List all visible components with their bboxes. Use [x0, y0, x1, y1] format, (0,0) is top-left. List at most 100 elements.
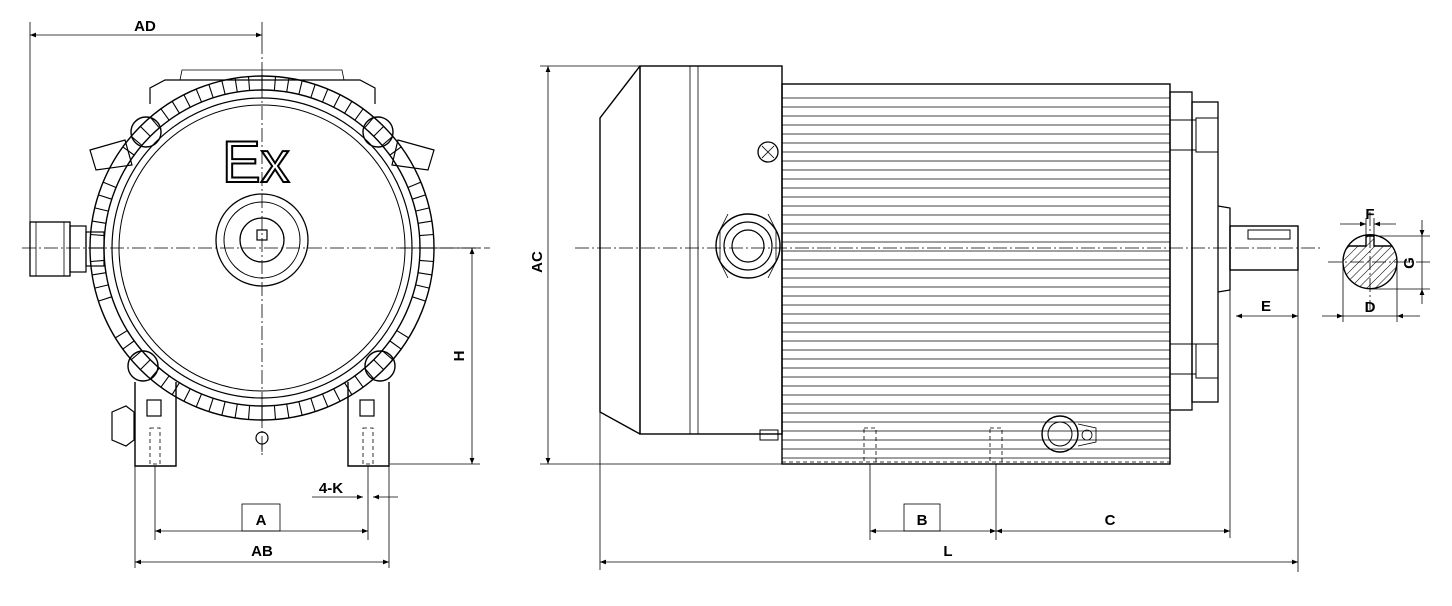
ground-screw-icon: [757, 141, 779, 163]
motor-frame: [781, 83, 1171, 465]
cooling-fin: [90, 233, 105, 237]
front-dimensions: [29, 22, 480, 568]
cooling-fin: [115, 330, 128, 339]
cable-gland: [29, 221, 105, 277]
cooling-fin: [195, 88, 203, 103]
cooling-fin: [373, 359, 385, 371]
left-ear: [89, 139, 133, 171]
cooling-fin: [160, 108, 170, 121]
cooling-fin: [354, 108, 364, 121]
cooling-fin: [415, 207, 430, 212]
label-4K: 4-K: [319, 480, 343, 497]
cooling-fin: [354, 375, 364, 388]
cooling-fin: [286, 403, 290, 418]
cooling-fin: [139, 359, 151, 371]
side-cable-gland: [715, 213, 781, 279]
cooling-fin: [381, 135, 394, 146]
corner-bolt-icon: [362, 116, 394, 148]
cooling-fin: [298, 401, 303, 416]
bearing-cap-inner: [223, 201, 301, 279]
cooling-fin: [183, 388, 191, 402]
cooling-fin: [90, 259, 105, 263]
cooling-fin: [417, 272, 432, 276]
cooling-fin: [94, 207, 109, 212]
cover-bolt: [759, 429, 779, 441]
cooling-fin: [310, 398, 316, 412]
top-flange-lip: [179, 69, 345, 81]
label-H: H: [451, 351, 468, 362]
corner-bolt-icon: [127, 350, 159, 382]
grounding-terminal-icon: [1041, 415, 1097, 453]
label-E: E: [1261, 298, 1271, 315]
bearing-cap-circle: [215, 193, 309, 287]
shaft-shoulder: [1217, 205, 1231, 293]
side-view: [540, 65, 1320, 572]
cooling-fin: [221, 401, 226, 416]
cooling-fin: [389, 340, 402, 350]
label-F: F: [1365, 206, 1374, 223]
cooling-fin: [221, 80, 226, 95]
cooling-fin: [310, 84, 316, 98]
cooling-fin: [130, 135, 143, 146]
cooling-fin: [419, 233, 434, 237]
cooling-fin: [92, 272, 107, 276]
shaft-key: [256, 229, 268, 241]
cooling-fin: [139, 125, 151, 137]
cooling-fin: [321, 393, 329, 408]
cooling-fin: [373, 125, 385, 137]
cooling-fin: [122, 340, 135, 350]
cooling-fin: [183, 94, 191, 108]
rear-bolt-head: [1195, 343, 1219, 379]
rear-bolt: [1169, 119, 1197, 151]
shaft-keyway: [1247, 229, 1291, 240]
cooling-fin: [94, 284, 109, 289]
label-B: B: [917, 512, 928, 529]
right-ear: [391, 139, 435, 171]
cooling-fin: [396, 330, 409, 339]
cooling-fin: [208, 84, 214, 98]
rear-flange-outer: [1191, 101, 1219, 403]
cooling-fin: [344, 101, 353, 114]
cooling-fin-ring: [90, 76, 434, 420]
cooling-fin: [417, 220, 432, 224]
shaft-circle: [239, 217, 285, 263]
cooling-fin: [130, 350, 143, 361]
cooling-fin: [298, 80, 303, 95]
ex-logo: Ex: [222, 130, 290, 195]
cooling-fin: [415, 284, 430, 289]
cooling-fin: [195, 393, 203, 408]
cooling-fin: [419, 259, 434, 263]
fan-cowl-front: [599, 65, 641, 435]
cooling-fin: [98, 194, 112, 200]
cooling-fin: [102, 181, 117, 189]
corner-bolt-icon: [364, 350, 396, 382]
cooling-fin: [273, 405, 277, 420]
end-shield: [639, 65, 783, 435]
label-C: C: [1105, 512, 1116, 529]
mounting-feet: [111, 382, 390, 467]
label-AC: AC: [529, 251, 546, 273]
frame-ribs: [782, 97, 1170, 459]
cooling-fin: [149, 116, 160, 129]
label-AB: AB: [251, 543, 273, 560]
rear-bolt-head: [1195, 117, 1219, 153]
side-dimensions: [540, 65, 1299, 572]
label-D: D: [1365, 299, 1376, 316]
rear-bolt: [1169, 343, 1197, 375]
cooling-fin: [208, 398, 214, 412]
rear-flange: [1169, 91, 1193, 411]
cooling-fin: [160, 375, 170, 388]
cooling-fin: [234, 403, 238, 418]
foot-hole-hidden: [863, 427, 877, 465]
top-flange: [149, 79, 376, 104]
label-G: G: [1401, 257, 1418, 269]
cooling-fin: [364, 116, 375, 129]
cooling-fin: [333, 94, 341, 108]
shaft-section-top: [1347, 233, 1393, 247]
cooling-fin: [273, 76, 277, 91]
cooling-fin: [98, 296, 112, 302]
cooling-fin: [333, 388, 341, 402]
label-AD: AD: [134, 18, 156, 35]
dimension-labels: AD H 4-K A AB AC B C L E F G D: [134, 18, 1418, 560]
